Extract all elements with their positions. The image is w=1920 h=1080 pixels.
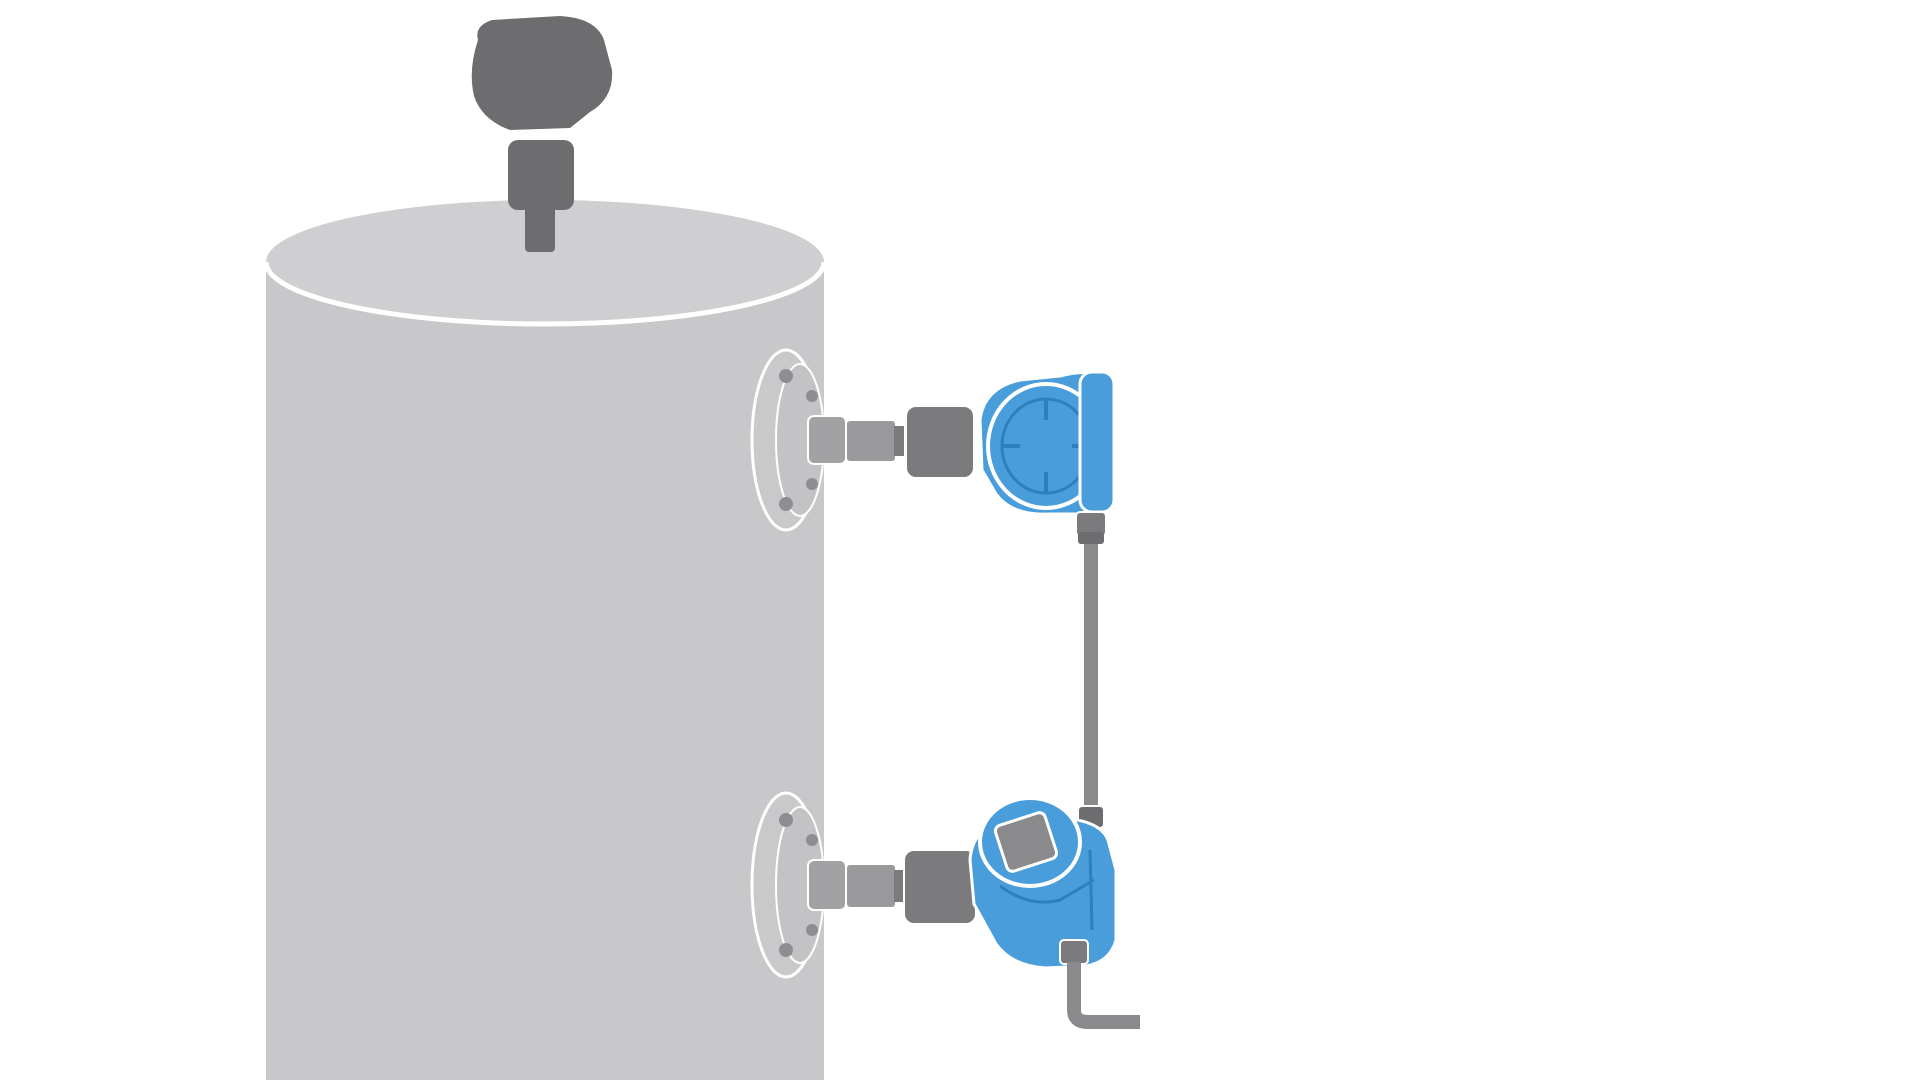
upper-cover-notch [1002,399,1090,493]
lower-conduit-fitting [1059,939,1089,965]
upper-dp-transmitter [978,370,1116,537]
signal-cable-drop [1067,962,1140,1029]
upper-flange-bolt [806,390,818,402]
upper-flange-bolt [779,497,793,511]
lower-ferrule [894,870,904,902]
capillary-link [1077,532,1105,829]
lower-flange-bolt [806,834,818,846]
upper-ferrule [894,426,904,456]
upper-hex-fitting [845,419,897,463]
lower-body-seam [1088,849,1094,931]
lower-process-connection [750,791,977,979]
lower-flange-bolt [779,943,793,957]
upper-nipple [807,415,847,465]
radar-neck [508,140,574,210]
lower-transmitter-window [993,811,1059,873]
lower-body-seam [999,878,1095,904]
upper-transmitter-cap [1078,370,1116,514]
radar-housing-icon [471,16,613,130]
lower-dp-transmitter [968,796,1118,970]
lower-nipple [807,859,847,911]
lower-adapter [903,849,977,925]
signal-cable [1067,962,1650,1029]
upper-flange-bolt [779,369,793,383]
upper-process-connection [750,348,975,532]
upper-flange-bolt [806,478,818,490]
radar-stem [525,198,555,252]
lower-flange-bolt [806,924,818,936]
tank-rim [263,261,827,327]
capillary-line [1082,533,1100,825]
upper-adapter [905,405,975,479]
top-mounted-transmitter [471,16,842,252]
tank-body [266,262,824,1080]
lower-flange-bolt [779,813,793,827]
capillary-collar-upper [1078,532,1104,544]
lower-hex-fitting [845,863,897,909]
tank-top [266,200,824,324]
tank [263,200,827,1080]
